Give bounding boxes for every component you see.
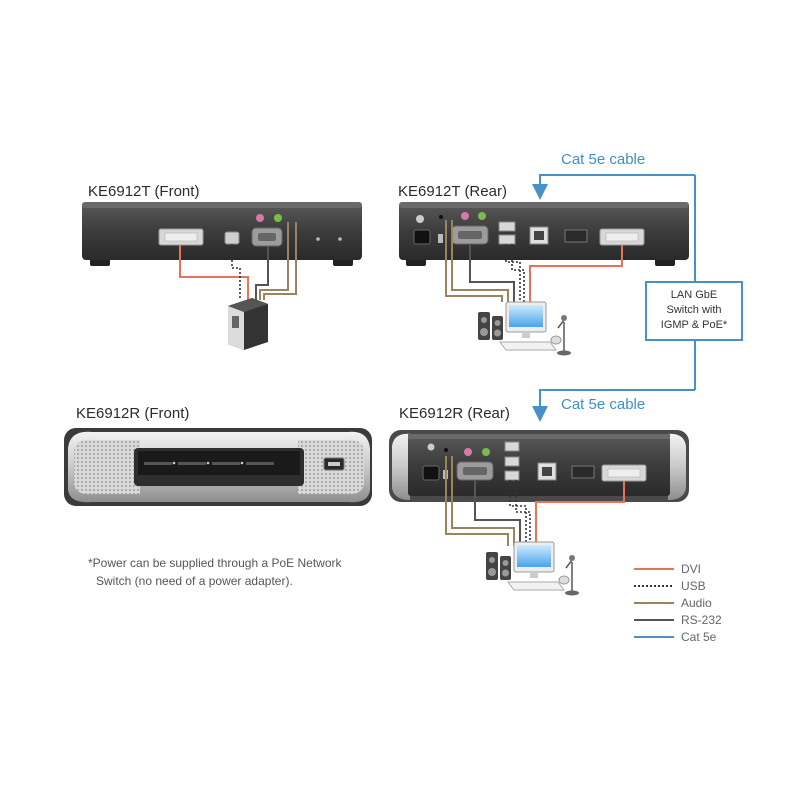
cat5e-label-bottom: Cat 5e cable xyxy=(561,396,645,413)
legend-item-rs232: RS-232 xyxy=(634,613,722,627)
mic-jack-icon xyxy=(461,212,469,220)
mic-jack-icon xyxy=(256,214,264,222)
serial-port-icon xyxy=(456,461,494,481)
serial-port-icon xyxy=(251,227,283,247)
tx-front-device xyxy=(82,202,362,266)
tx-rear-cables xyxy=(445,220,623,302)
footnote-line-1: *Power can be supplied through a PoE Net… xyxy=(88,556,342,570)
footnote-line-2: Switch (no need of a power adapter). xyxy=(96,574,293,588)
legend: DVI USB Audio RS-232 Cat 5e xyxy=(634,562,722,644)
switch-line-3: IGMP & PoE* xyxy=(661,319,728,331)
cat5e-label-top: Cat 5e cable xyxy=(561,151,645,168)
dvi-port-icon xyxy=(158,228,204,246)
switch-line-2: Switch with xyxy=(666,304,721,316)
legend-label-cat5e: Cat 5e xyxy=(681,630,717,644)
tx-rear-device xyxy=(399,202,689,266)
legend-label-rs232: RS-232 xyxy=(681,613,722,627)
rx-rear-device xyxy=(389,430,689,502)
rx-front-label: KE6912R (Front) xyxy=(76,405,189,422)
tx-rear-label: KE6912T (Rear) xyxy=(398,183,507,200)
legend-item-cat5e: Cat 5e xyxy=(634,630,717,644)
workstation-icon xyxy=(486,541,579,596)
legend-item-usb: USB xyxy=(634,579,706,593)
speaker-jack-icon xyxy=(478,212,486,220)
rx-rear-label: KE6912R (Rear) xyxy=(399,405,510,422)
ethernet-port-icon xyxy=(537,462,557,481)
legend-label-dvi: DVI xyxy=(681,562,701,576)
lan-switch-box: LAN GbE Switch with IGMP & PoE* xyxy=(645,281,743,341)
dvi-port-icon xyxy=(599,228,645,246)
usb-port-icon xyxy=(504,441,520,481)
ethernet-port-icon xyxy=(529,226,549,245)
speaker-jack-icon xyxy=(274,214,282,222)
dvi-port-icon xyxy=(601,464,647,482)
rx-rear-cables xyxy=(445,456,625,546)
usb-port-icon xyxy=(498,221,516,245)
switch-line-1: LAN GbE xyxy=(671,289,717,301)
cat5e-cable-top xyxy=(532,174,696,282)
legend-item-audio: Audio xyxy=(634,596,712,610)
legend-label-audio: Audio xyxy=(681,596,712,610)
computer-tower-icon xyxy=(228,298,268,350)
speaker-jack-icon xyxy=(482,448,490,456)
cat5e-cable-bottom xyxy=(532,340,696,422)
legend-label-usb: USB xyxy=(681,579,706,593)
usb-port-icon xyxy=(323,457,345,471)
workstation-icon xyxy=(478,301,571,356)
mic-jack-icon xyxy=(464,448,472,456)
tx-front-cables xyxy=(179,222,297,300)
serial-port-icon xyxy=(451,225,489,245)
tx-front-label: KE6912T (Front) xyxy=(88,183,199,200)
legend-item-dvi: DVI xyxy=(634,562,701,576)
usb-port-icon xyxy=(224,231,240,245)
rx-front-device xyxy=(64,428,372,506)
